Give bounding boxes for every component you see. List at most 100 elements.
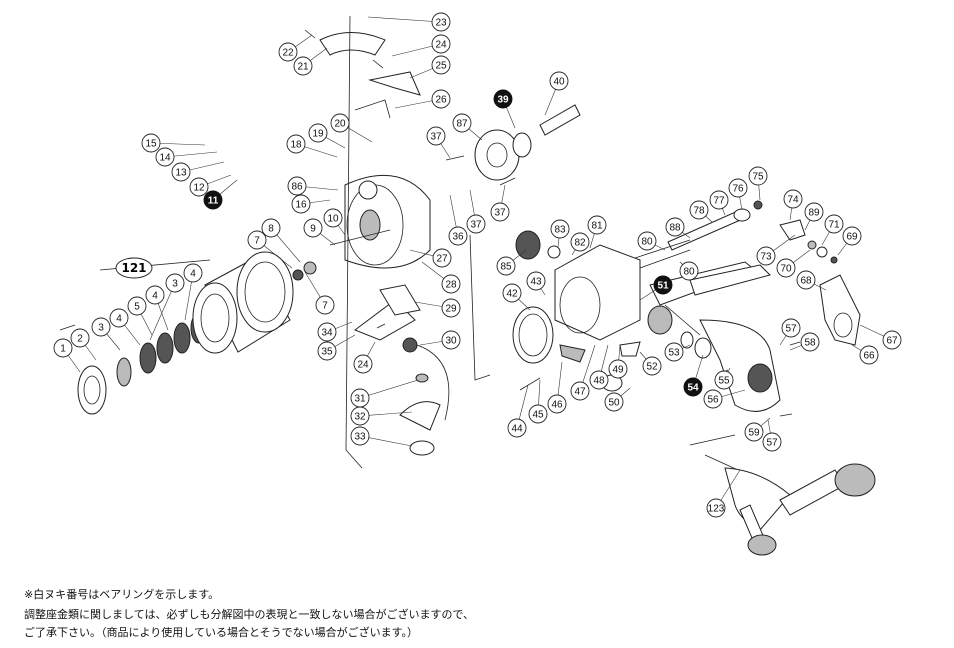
part-number: 57 [766, 438, 778, 449]
part-callout-badge [127, 296, 147, 316]
callout-37: 37 [426, 126, 446, 146]
callout-49: 49 [608, 359, 628, 379]
callout-21: 21 [293, 56, 313, 76]
part-number: 11 [208, 196, 219, 207]
part-number: 47 [574, 387, 586, 398]
part-callout-badge [781, 318, 801, 338]
part-number: 78 [693, 206, 705, 217]
part-number: 14 [159, 153, 171, 164]
part-number: 34 [321, 328, 333, 339]
callout-18: 18 [286, 134, 306, 154]
part-number: 37 [494, 208, 506, 219]
part-number: 66 [863, 351, 875, 362]
part-number: 53 [668, 348, 680, 359]
callout-9: 9 [303, 218, 323, 238]
bearing-callout-badge [683, 377, 703, 397]
part-number: 39 [497, 95, 509, 106]
part-number: 82 [574, 238, 586, 249]
part-number: 5 [134, 302, 140, 313]
bearing-callout-badge [203, 190, 223, 210]
part-number: 51 [657, 281, 669, 292]
callout-3: 3 [91, 317, 111, 337]
part-callout-badge [448, 226, 468, 246]
callout-33: 33 [350, 426, 370, 446]
part-number: 74 [787, 195, 799, 206]
part-number: 88 [669, 223, 681, 234]
callout-45: 45 [528, 404, 548, 424]
callout-52: 52 [642, 356, 662, 376]
callout-67: 67 [882, 330, 902, 350]
part-callout-badge [570, 381, 590, 401]
part-number: 123 [708, 504, 725, 515]
part-number: 9 [310, 224, 316, 235]
leader-line [359, 379, 419, 399]
part-callout-badge [689, 200, 709, 220]
part-callout-badge [587, 215, 607, 235]
callout-80: 80 [637, 231, 657, 251]
part-callout-badge [308, 123, 328, 143]
part-callout-badge [507, 418, 527, 438]
callout-31: 31 [350, 388, 370, 408]
part-callout-badge [452, 113, 472, 133]
part-callout-badge [502, 283, 522, 303]
part-callout-badge [550, 219, 570, 239]
part-number: 37 [470, 220, 482, 231]
part-number: 58 [804, 338, 816, 349]
part-number: 12 [193, 183, 205, 194]
part-callout-badge [441, 274, 461, 294]
callout-66: 66 [859, 345, 879, 365]
callout-19: 19 [308, 123, 328, 143]
callout-47: 47 [570, 381, 590, 401]
part-number: 24 [357, 360, 369, 371]
part-number: 46 [551, 400, 563, 411]
part-number: 33 [354, 432, 366, 443]
part-number: 71 [828, 220, 840, 231]
part-callout-badge [317, 322, 337, 342]
callout-4: 4 [109, 308, 129, 328]
callout-25: 25 [431, 55, 451, 75]
part-number: 29 [445, 304, 457, 315]
note-usage-disclaimer: ご了承下さい。（商品により使用している場合とそうでない場合がございます。） [24, 626, 419, 639]
leader-line [367, 16, 442, 23]
callout-22: 22 [278, 42, 298, 62]
part-number: 80 [641, 237, 653, 248]
part-callout-badge [608, 359, 628, 379]
part-number: 23 [435, 18, 447, 29]
part-callout-badge [287, 176, 307, 196]
part-callout-badge [317, 341, 337, 361]
callout-4: 4 [183, 263, 203, 283]
callout-23: 23 [431, 12, 451, 32]
callout-39: 39 [493, 89, 513, 109]
part-callout-badge [496, 256, 516, 276]
callout-82: 82 [570, 232, 590, 252]
part-number: 28 [445, 280, 457, 291]
part-number: 45 [532, 410, 544, 421]
part-number: 87 [456, 119, 468, 130]
part-number: 85 [500, 262, 512, 273]
screws-drawing [304, 29, 801, 417]
part-number: 3 [98, 323, 104, 334]
callout-88: 88 [665, 217, 685, 237]
part-number: 75 [752, 172, 764, 183]
part-number: 48 [593, 376, 605, 387]
callout-30: 30 [441, 330, 461, 350]
part-callout-badge [303, 218, 323, 238]
part-callout-badge [714, 370, 734, 390]
part-callout-badge [528, 404, 548, 424]
body-drawing [512, 244, 641, 392]
part-number: 49 [612, 365, 624, 376]
callout-46: 46 [547, 394, 567, 414]
callout-8: 8 [261, 218, 281, 238]
part-callout-badge [293, 56, 313, 76]
roller-drawing [399, 337, 450, 456]
part-callout-badge [679, 261, 699, 281]
part-number: 81 [591, 221, 603, 232]
part-number: 7 [254, 236, 260, 247]
part-number: 19 [312, 129, 324, 140]
part-number: 76 [732, 184, 744, 195]
part-callout-badge [776, 258, 796, 278]
callout-7: 7 [247, 230, 267, 250]
part-number: 21 [297, 62, 309, 73]
part-number: 43 [530, 277, 542, 288]
